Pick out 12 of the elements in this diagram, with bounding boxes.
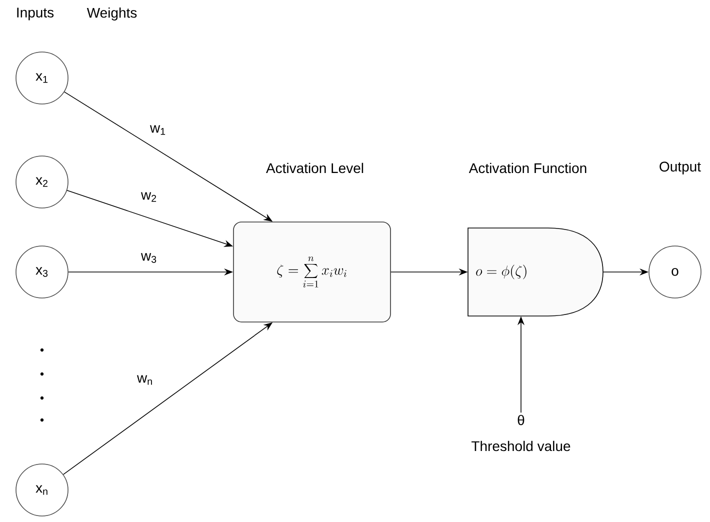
column-heading: Weights: [86, 7, 137, 21]
weight-label: w$_{1}$: [150, 125, 166, 135]
weight-label: w$_{n}$: [136, 375, 152, 385]
column-heading: Activation Level: [266, 162, 364, 174]
threshold-symbol: θ: [518, 414, 524, 426]
column-heading: Output: [660, 162, 701, 174]
summation-box: $\zeta = \sum_{i=1}^{n} x_i w_i$: [233, 222, 391, 322]
weight-label: w$_{3}$: [140, 253, 156, 263]
weight-label: w$_{2}$: [140, 192, 156, 202]
column-heading: Inputs: [17, 8, 54, 20]
column-heading: Activation Function: [468, 162, 586, 174]
threshold-label: Threshold value: [472, 440, 570, 452]
